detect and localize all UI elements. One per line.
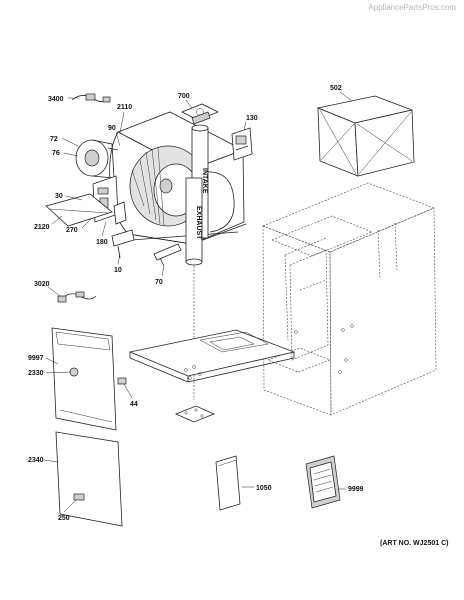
callout-10: 10	[114, 267, 122, 274]
pipe-text-intake: INTAKE	[201, 168, 208, 194]
part-vent-pipe-exhaust[interactable]: EXHAUST	[185, 177, 203, 266]
callout-30: 30	[55, 193, 63, 200]
callout-270: 270	[66, 227, 78, 234]
callout-502: 502	[330, 85, 342, 92]
art-number: (ART NO. WJ2501 C)	[380, 540, 449, 547]
part-wire-harness-3400[interactable]	[71, 93, 111, 103]
callout-2340: 2340	[28, 457, 44, 464]
part-blower-assembly-2110[interactable]	[109, 111, 247, 245]
site-watermark: AppliancePartsPros.com	[368, 3, 456, 12]
part-bracket-70[interactable]	[153, 243, 182, 267]
callout-2120: 2120	[34, 224, 50, 231]
part-base-bracket[interactable]	[174, 405, 216, 423]
callout-700: 700	[178, 93, 190, 100]
callout-180: 180	[96, 239, 108, 246]
part-wire-harness-3020[interactable]	[57, 291, 97, 303]
part-bracket-10[interactable]	[111, 229, 135, 259]
part-base-pan[interactable]	[128, 329, 296, 383]
callout-72: 72	[50, 136, 58, 143]
part-literature-1050[interactable]	[215, 455, 241, 511]
part-furnace-cabinet	[262, 182, 437, 416]
part-motor-72[interactable]	[75, 139, 119, 179]
callout-2330: 2330	[28, 370, 44, 377]
callout-70: 70	[155, 279, 163, 286]
callout-9997: 9997	[28, 355, 44, 362]
part-bracket-700[interactable]	[181, 103, 219, 125]
part-pressure-switch-130[interactable]	[231, 127, 253, 161]
part-filter-box-502[interactable]	[316, 95, 415, 177]
callout-90: 90	[108, 125, 116, 132]
part-manual-9999[interactable]	[305, 455, 341, 509]
callout-76: 76	[52, 150, 60, 157]
callout-3400: 3400	[48, 96, 64, 103]
callout-130: 130	[246, 115, 258, 122]
callout-2110: 2110	[117, 104, 132, 111]
callout-1050: 1050	[256, 485, 272, 492]
part-latch-44[interactable]	[117, 377, 127, 385]
part-lower-door-2340[interactable]	[55, 431, 123, 527]
callout-44: 44	[130, 401, 138, 408]
part-plate-2120[interactable]	[45, 193, 113, 227]
pipe-text-exhaust: EXHAUST	[195, 206, 202, 240]
callout-3020: 3020	[34, 281, 50, 288]
part-upper-door-2330[interactable]	[51, 327, 117, 431]
callout-250: 250	[58, 515, 70, 522]
callout-9999: 9999	[348, 486, 364, 493]
